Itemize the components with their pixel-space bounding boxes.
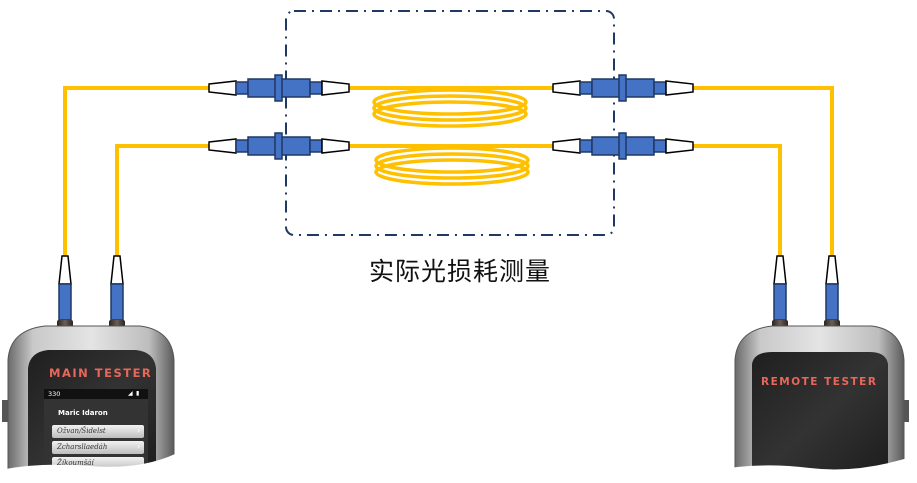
connector-ferrule [235, 139, 249, 153]
connector-boot [110, 255, 124, 285]
connector-boot [552, 138, 581, 154]
remote-tester-faceplate [752, 352, 888, 483]
connector-boot [321, 138, 350, 154]
battery-icon: ▮ [136, 390, 140, 397]
remote-tester-label: REMOTE TESTER [761, 376, 878, 388]
remote-tester-connector-2 [772, 255, 788, 329]
diagram-caption: 实际光损耗测量 [368, 257, 551, 286]
connector-body [825, 283, 839, 321]
main-tester-connector-2 [109, 255, 125, 329]
connector-pair-right-1 [552, 74, 694, 102]
connector-boot [665, 80, 694, 96]
chevron-right-icon: › [137, 442, 141, 451]
connector-body [110, 283, 124, 321]
connector-pair-left-1 [208, 74, 350, 102]
connector-ferrule [653, 81, 667, 95]
remote-tester-side-button[interactable] [904, 400, 909, 422]
signal-icon: ◢ [128, 390, 133, 397]
connector-boot [773, 255, 787, 285]
connector-ferrule [309, 81, 323, 95]
connector-ferrule [653, 139, 667, 153]
remote-tester-connector-1 [824, 255, 840, 329]
connector-pair-right-2 [552, 132, 694, 160]
menu-item-3-label: Žíkoumšáí [57, 459, 94, 467]
adapter-flange [618, 132, 627, 160]
main-tester [2, 325, 175, 483]
menu-item-1-label: Ožvan/Šidelst [57, 427, 106, 435]
connector-ferrule [579, 139, 593, 153]
connector-pair-left-2 [208, 132, 350, 160]
connector-boot [58, 255, 72, 285]
adapter-flange [274, 74, 283, 102]
main-tester-screen-title: Maric Idaron [58, 409, 108, 417]
connector-ferrule [579, 81, 593, 95]
fiber-spool-1 [372, 88, 528, 128]
connector-boot [208, 80, 237, 96]
fiber-spool-2 [374, 146, 530, 186]
connector-boot [208, 138, 237, 154]
chevron-right-icon: › [137, 426, 141, 435]
connector-boot [825, 255, 839, 285]
main-tester-connector-1 [57, 255, 73, 329]
connector-boot [665, 138, 694, 154]
fiber-link-1 [63, 86, 834, 262]
main-tester-menu-item-1[interactable] [52, 425, 144, 438]
fiber-link-2 [115, 144, 782, 262]
connector-boot [321, 80, 350, 96]
connector-body [773, 283, 787, 321]
torn-edge-right [715, 455, 917, 483]
main-tester-status-left: 330 [48, 390, 61, 398]
torn-edge-left [0, 454, 180, 483]
main-tester-status-bar [44, 389, 148, 399]
menu-item-2-label: Zcharsllaedáh [57, 443, 108, 451]
connector-body [58, 283, 72, 321]
connector-boot [552, 80, 581, 96]
adapter-flange [274, 132, 283, 160]
connector-ferrule [235, 81, 249, 95]
adapter-flange [618, 74, 627, 102]
main-tester-menu-item-2[interactable] [52, 441, 144, 454]
dut-dashed-box [285, 10, 615, 236]
main-tester-label: MAIN TESTER [49, 366, 153, 380]
main-tester-side-button[interactable] [2, 400, 8, 422]
remote-tester [734, 325, 909, 483]
connector-ferrule [309, 139, 323, 153]
